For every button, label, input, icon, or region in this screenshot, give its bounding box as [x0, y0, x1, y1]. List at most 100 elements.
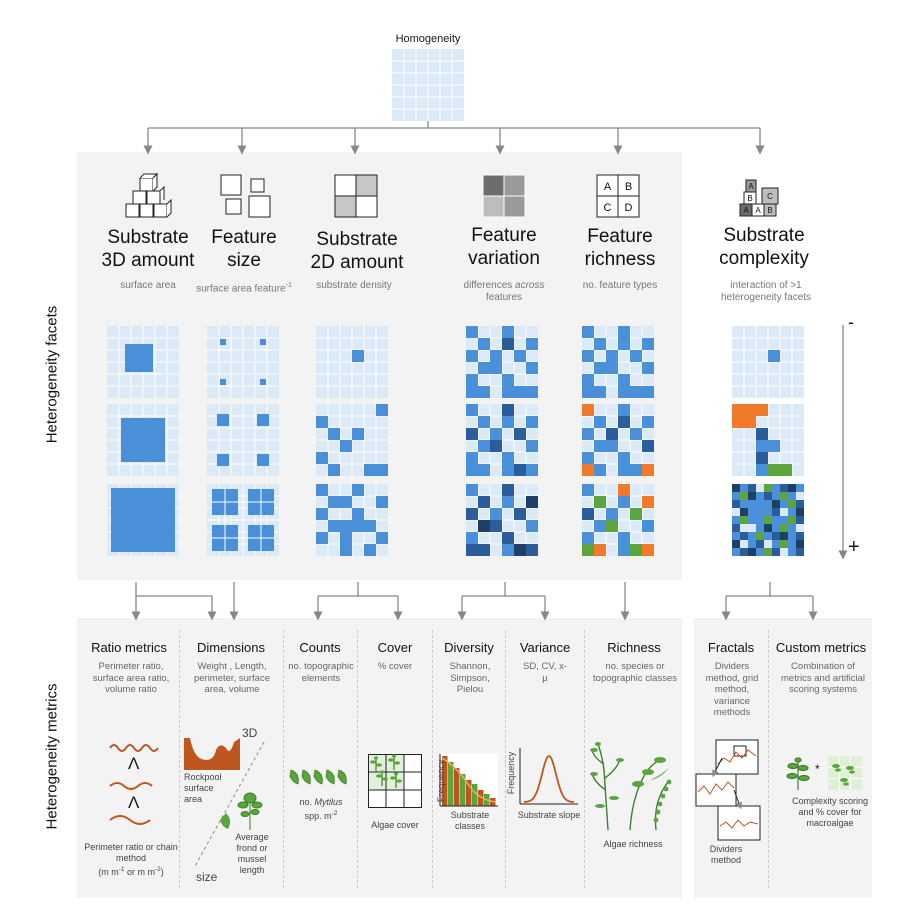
wavy-lines-illustration — [109, 744, 159, 825]
grid-cell — [582, 374, 594, 386]
grid-group — [207, 404, 279, 476]
grid-cell — [642, 544, 654, 556]
mytilus-pre: no. — [299, 797, 315, 807]
grid-group — [392, 49, 464, 121]
richness-letter: D — [625, 202, 633, 214]
grid-cell — [788, 524, 796, 532]
lambda-symbol-1: Λ — [128, 754, 140, 773]
grid-cell — [490, 508, 502, 520]
grid-cell — [502, 464, 514, 476]
facet-subtitle-feature-richness: no. feature types — [582, 280, 658, 291]
grid-cell — [514, 464, 526, 476]
metric-subtitle-counts: no. topographic elements — [288, 661, 354, 684]
div-curve — [441, 757, 497, 803]
grid-cell — [582, 350, 594, 362]
feature-square — [111, 488, 175, 552]
feature-variation-subtitle-pre: differences — [463, 280, 516, 291]
grid-cell — [316, 452, 328, 464]
feature-square — [260, 379, 266, 385]
grid-cell — [606, 508, 618, 520]
grid-cell — [642, 520, 654, 532]
algae-richness-caption: Algae richness — [603, 839, 663, 849]
grid-cell — [316, 484, 328, 496]
grid-cell — [478, 416, 490, 428]
var-curve — [524, 754, 574, 803]
grid-cell — [340, 440, 352, 452]
grid-group — [732, 404, 804, 476]
grid-cell — [582, 484, 594, 496]
grid-group — [466, 404, 538, 476]
grid-cell — [316, 416, 328, 428]
grid-cell — [748, 516, 756, 524]
grid-cell — [606, 440, 618, 452]
facet-subtitle-substrate-complexity: interaction of >1 heterogeneity facets — [720, 280, 812, 303]
diversity-frequency-label: Frequency — [436, 759, 446, 803]
complexity-cubes-icon: A B A C B A — [739, 179, 779, 217]
grid-cell — [490, 440, 502, 452]
grid-cell — [772, 540, 780, 548]
feature-square — [217, 454, 229, 466]
grid-cell — [756, 508, 764, 516]
grid-cell — [630, 464, 642, 476]
cover-algae-leaf — [388, 758, 394, 762]
grid-cell — [748, 500, 756, 508]
grid-cell — [502, 484, 514, 496]
algae-cover-grid — [368, 754, 422, 808]
grid-cell — [352, 520, 364, 532]
grid-cell — [352, 484, 364, 496]
grid-cell — [582, 508, 594, 520]
grid-cell — [514, 428, 526, 440]
grid-cell — [788, 508, 796, 516]
grid-cell — [748, 532, 756, 540]
lambda-symbol-2: Λ — [128, 793, 140, 812]
cover-algae-leaf — [394, 761, 400, 765]
grid-cell — [466, 404, 478, 416]
grid-cell — [582, 452, 594, 464]
grid-cell — [772, 500, 780, 508]
grid-cell — [740, 492, 748, 500]
ratio-units: (m m-1 or m m-2) — [84, 864, 178, 878]
grid-cell — [526, 496, 538, 508]
grid-cell — [780, 484, 788, 492]
metric-title-custom: Custom metrics — [775, 640, 867, 655]
grid-cell — [316, 508, 328, 520]
dividers-method-illustration — [695, 739, 761, 841]
grid-cell — [340, 544, 352, 556]
label-size: size — [196, 870, 218, 884]
feature-square — [220, 339, 226, 345]
feature-square — [220, 379, 226, 385]
grid-cell — [502, 544, 514, 556]
complexity-letter: A — [748, 182, 754, 191]
grid-cell — [780, 508, 788, 516]
complexity-letter: A — [743, 206, 749, 215]
metric-subtitle-custom: Combination of metrics and artificial sc… — [781, 661, 865, 695]
grid-cell — [594, 520, 606, 532]
complexity-letter: B — [767, 206, 772, 215]
grid-cell — [618, 374, 630, 386]
cover-algae-leaf — [370, 760, 376, 764]
grid-cell — [582, 326, 594, 338]
rockpool-caption: Rockpool surface area — [184, 772, 222, 804]
grid-group — [732, 326, 804, 398]
grid-cell — [780, 516, 788, 524]
grid-cell — [740, 484, 748, 492]
cover-algae-leaf — [396, 779, 402, 783]
grid-cell — [606, 428, 618, 440]
ratio-units-sup1: -1 — [118, 866, 125, 873]
custom-grid-leaf — [832, 764, 840, 768]
facet-title-substrate-3d: Substrate 3D amount — [101, 227, 195, 271]
metrics-separator — [768, 630, 769, 888]
grid-cell — [478, 464, 490, 476]
grid-cell — [756, 540, 764, 548]
homogeneity-grid — [392, 49, 464, 121]
ratio-units-b: or m m — [124, 867, 155, 877]
grid-cell — [376, 464, 388, 476]
grid-cell — [466, 350, 478, 362]
metric-title-cover: Cover — [377, 640, 413, 655]
grid-cell — [526, 362, 538, 374]
grid-cell — [466, 452, 478, 464]
feature-square — [125, 344, 153, 372]
grid-cell — [780, 524, 788, 532]
grid-cell — [514, 508, 526, 520]
